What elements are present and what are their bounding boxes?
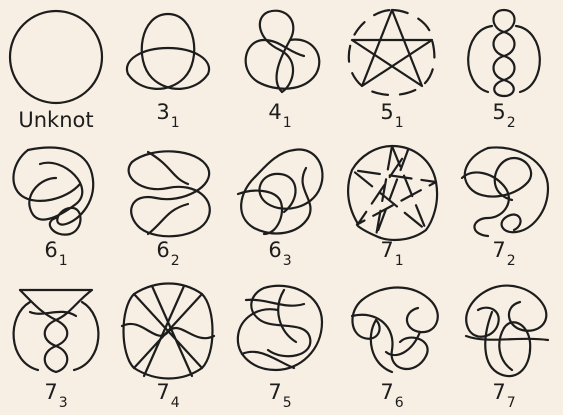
knot-cell-5-2: 52 (448, 0, 560, 138)
knot-cell-7-1: 71 (336, 138, 448, 276)
knot-label: 62 (112, 238, 224, 265)
knot-label: 63 (224, 238, 336, 265)
knot-cell-6-3: 63 (224, 138, 336, 276)
knot-cell-7-6: 76 (336, 276, 448, 414)
knot-label: 41 (224, 100, 336, 127)
knot-cell-7-3: 73 (0, 276, 112, 414)
knot-label: 61 (0, 238, 112, 265)
knot-label: 77 (448, 380, 560, 407)
knot-cell-7-5: 75 (224, 276, 336, 414)
knot-label: 74 (112, 380, 224, 407)
knot-cell-unknot: Unknot (0, 0, 112, 138)
knot-cell-3-1: 31 (112, 0, 224, 138)
knot-label: 73 (0, 380, 112, 407)
knot-label: 52 (448, 100, 560, 127)
knot-label: 71 (336, 238, 448, 265)
knot-cell-7-4: 74 (112, 276, 224, 414)
knot-label: 75 (224, 380, 336, 407)
knot-label: 72 (448, 238, 560, 265)
knot-label: Unknot (0, 108, 112, 132)
knot-label: 76 (336, 380, 448, 407)
knot-label: 51 (336, 100, 448, 127)
knot-cell-4-1: 41 (224, 0, 336, 138)
knot-cell-6-2: 62 (112, 138, 224, 276)
knot-cell-7-7: 77 (448, 276, 560, 414)
knot-cell-6-1: 61 (0, 138, 112, 276)
knot-label: 31 (112, 100, 224, 127)
knot-cell-5-1: 51 (336, 0, 448, 138)
knot-cell-7-2: 72 (448, 138, 560, 276)
